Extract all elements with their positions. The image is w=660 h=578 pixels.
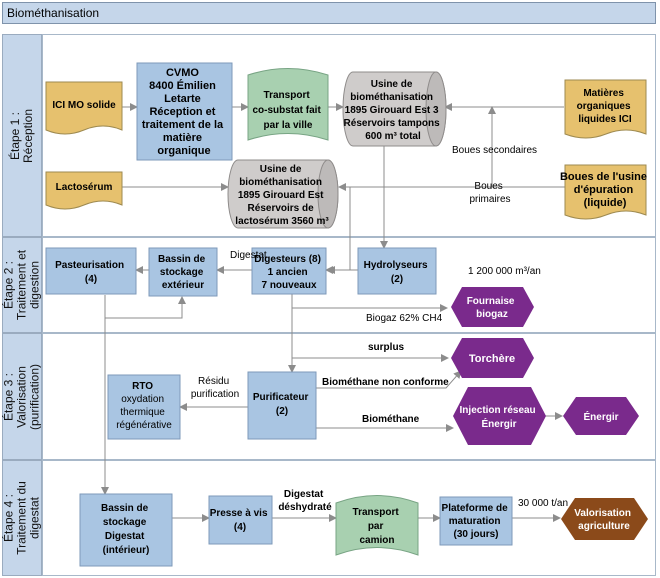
bassin-exterieur-node: Bassin de stockage extérieur xyxy=(148,247,218,297)
transport-camion-text: Transport par camion xyxy=(353,507,402,546)
injection-reseau-text: Injection réseau Énergir xyxy=(460,405,539,430)
edge-biogaz-to-fournaise xyxy=(291,294,448,312)
bassin-exterieur-text: Bassin de stockage extérieur xyxy=(158,254,208,291)
ici-mo-solide-text: ICI MO solide xyxy=(52,100,116,111)
usine-tampons-text: Usine de biométhanisation 1895 Girouard … xyxy=(344,79,443,142)
pasteurisation-node: Pasteurisation (4) xyxy=(45,247,137,295)
lane-area-traitement xyxy=(42,237,656,333)
torchere-node: Torchère xyxy=(451,338,534,378)
edge-non-conforme-to-torchere xyxy=(315,370,462,389)
hydrolyseurs-text: Hydrolyseurs (2) xyxy=(364,260,431,285)
label-residu: Résidu purification xyxy=(191,376,239,400)
edge-pasteurisation-to-bassin-loop xyxy=(104,295,186,319)
transport-camion-node: Transport par camion xyxy=(335,495,419,556)
label-surplus: surplus xyxy=(368,342,405,353)
usine-tampons-node: Usine de biométhanisation 1895 Girouard … xyxy=(342,71,447,147)
bassin-interieur-node: Bassin de stockage Digestat (intérieur) xyxy=(79,493,173,567)
label-boues-secondaires: Boues secondaires xyxy=(452,145,537,156)
valorisation-node: Valorisation agriculture xyxy=(561,498,648,540)
fournaise-biogaz-node: Fournaise biogaz xyxy=(451,287,534,327)
digesteurs-text: Digesteurs (8) 1 ancien 7 nouveaux xyxy=(254,254,323,291)
boues-usine-text: Boues de l'usine d'épuration (liquide) xyxy=(560,171,650,209)
energir-text: Énergir xyxy=(583,410,618,423)
lactoserum-text: Lactosérum xyxy=(56,182,113,193)
hydrolyseurs-node: Hydrolyseurs (2) xyxy=(357,247,437,295)
torchere-text: Torchère xyxy=(469,353,515,365)
rto-text: RTO oxydation thermique régénérative xyxy=(116,381,172,431)
cvmo-text: CVMO 8400 Émilien Letarte Réception et t… xyxy=(142,67,226,157)
pasteurisation-text: Pasteurisation (4) xyxy=(55,260,127,285)
energir-node: Énergir xyxy=(563,397,639,435)
diagram-title: Biométhanisation xyxy=(2,2,656,24)
ici-mo-solide-node: ICI MO solide xyxy=(45,81,123,135)
usine-lactoserum-text: Usine de biométhanisation 1895 Girouard … xyxy=(235,164,329,227)
purificateur-node: Purificateur (2) xyxy=(247,371,317,440)
cvmo-node: CVMO 8400 Émilien Letarte Réception et t… xyxy=(136,62,233,161)
presse-text: Presse à vis (4) xyxy=(210,508,271,533)
label-biogaz: Biogaz 62% CH4 xyxy=(366,313,443,324)
plateforme-node: Plateforme de maturation (30 jours) xyxy=(439,496,513,546)
lane-band-reception: Étape 1 : Réception xyxy=(2,34,42,237)
lane-band-valorisation: Étape 3 : Valorisation (purification) xyxy=(2,333,42,460)
purificateur-text: Purificateur (2) xyxy=(253,392,311,417)
boues-usine-node: Boues de l'usine d'épuration (liquide) xyxy=(560,164,650,220)
label-digestat-deshydrate: Digestat déshydraté xyxy=(278,489,332,513)
label-volume-digestat: 30 000 t/an xyxy=(518,498,568,509)
digesteurs-node: Digesteurs (8) 1 ancien 7 nouveaux xyxy=(251,247,327,295)
lactoserum-node: Lactosérum xyxy=(45,171,123,210)
matieres-liquides-node: Matières organiques liquides ICI xyxy=(564,79,647,139)
plateforme-text: Plateforme de maturation (30 jours) xyxy=(442,503,511,540)
lane-band-digestat: Étape 4 : Traitement du digestat xyxy=(2,460,42,576)
valorisation-text: Valorisation agriculture xyxy=(574,508,633,532)
fournaise-biogaz-text: Fournaise biogaz xyxy=(467,296,518,320)
label-volume-biogaz: 1 200 000 m³/an xyxy=(468,266,541,277)
label-non-conforme: Biométhane non conforme xyxy=(322,377,449,388)
label-digestat: Digestat xyxy=(230,250,267,261)
label-biomethane: Biométhane xyxy=(362,414,420,425)
usine-lactoserum-node: Usine de biométhanisation 1895 Girouard … xyxy=(227,159,339,229)
rto-node: RTO oxydation thermique régénérative xyxy=(107,374,181,440)
lane-band-traitement: Étape 2 : Traitement et digestion xyxy=(2,237,42,333)
matieres-liquides-text: Matières organiques liquides ICI xyxy=(577,88,634,125)
bassin-interieur-text: Bassin de stockage Digestat (intérieur) xyxy=(101,503,151,556)
label-boues-primaires: Boues primaires xyxy=(469,181,510,205)
transport-cosubstat-node: Transport co-substat fait par la ville xyxy=(247,68,329,141)
transport-cosubstat-text: Transport co-substat fait par la ville xyxy=(252,90,323,131)
injection-reseau-node: Injection réseau Énergir xyxy=(453,387,546,445)
presse-node: Presse à vis (4) xyxy=(208,495,273,545)
